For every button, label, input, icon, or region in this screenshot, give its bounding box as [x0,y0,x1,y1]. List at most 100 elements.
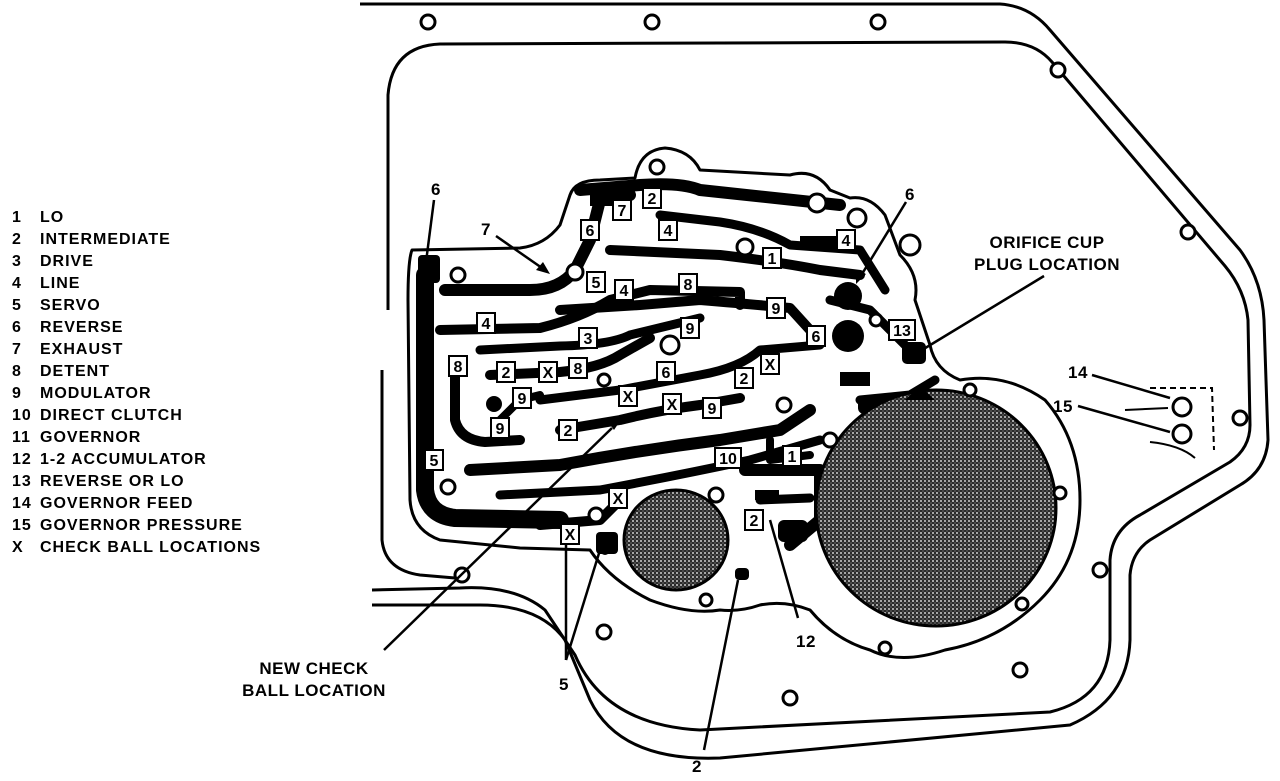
passage-tag-check-ball: X [667,397,678,414]
passage-tag-box [836,229,856,251]
passage-tag-check-ball: X [623,389,634,406]
passage-tag-number: 8 [454,359,463,376]
passage-tag-box [612,199,632,221]
legend-key: X [12,539,24,556]
legend-text: LINE [40,275,81,292]
legend-text: INTERMEDIATE [40,231,171,248]
legend-key: 9 [12,385,22,402]
passage-tag-number: 7 [618,203,627,220]
legend-key: 8 [12,363,22,380]
callout-6-right: 6 [905,185,915,204]
legend-key: 13 [12,473,32,490]
valve-body-bosses [439,158,1193,656]
passage-tag-number: 1 [768,251,777,268]
passage-tag-box [782,445,802,467]
callout-15: 15 [1053,397,1073,416]
passage-tag-box [560,523,580,545]
legend-item: 5 SERVO [12,295,312,317]
callout-6-left: 6 [431,180,441,199]
legend-key: 3 [12,253,22,270]
passage-tag-box [714,447,742,469]
passage-tag-box [888,319,916,341]
legend-text: DETENT [40,363,110,380]
passage-tag-box [614,279,634,301]
passage-tag-box [680,317,700,339]
valve-body-plate [406,146,1082,659]
passage-network [416,178,940,555]
new-check-callout-line2: BALL LOCATION [242,681,386,700]
passage-tag-number: 13 [893,323,911,340]
callout-14: 14 [1068,363,1088,382]
callout-7: 7 [481,220,491,239]
passage-tag-box [490,417,510,439]
legend-item: 11 GOVERNOR [12,427,312,449]
legend-key: 1 [12,209,22,226]
legend-text: 1-2 ACCUMULATOR [40,451,207,468]
passage-tag-box [618,385,638,407]
passage-tag-number: 2 [648,191,657,208]
passage-tag-box [702,397,722,419]
new-check-ball-callout: NEW CHECK BALL LOCATION [226,658,402,702]
leader-lines [383,199,1171,751]
passage-tag-box [608,487,628,509]
passage-tag-box [476,312,496,334]
legend-text: REVERSE OR LO [40,473,185,490]
legend-key: 11 [12,429,31,446]
case-bolt-holes [419,13,1249,707]
legend-key: 6 [12,319,22,336]
passage-tag-check-ball: X [565,527,576,544]
passage-tag-number: 6 [586,223,595,240]
passage-tag-box [734,367,754,389]
leader-arrowheads [420,258,926,430]
passage-tag-box [448,355,468,377]
orifice-cup-callout: ORIFICE CUP PLUG LOCATION [962,232,1132,276]
passage-tag-box [586,271,606,293]
legend-text: GOVERNOR [40,429,142,446]
legend-text: EXHAUST [40,341,124,358]
passage-tag-box [568,357,588,379]
passage-tag-number: 9 [686,321,695,338]
legend-key: 5 [12,297,22,314]
legend-key: 12 [12,451,32,468]
passage-tag-box [424,449,444,471]
legend-text: REVERSE [40,319,124,336]
passage-tag-number: 6 [662,365,671,382]
passage-tag-number: 3 [584,331,593,348]
passage-tag-box [760,353,780,375]
legend-text: SERVO [40,297,101,314]
callout-5: 5 [559,675,569,694]
legend-text: DIRECT CLUTCH [40,407,183,424]
legend-item: 12 1-2 ACCUMULATOR [12,449,312,471]
callout-2: 2 [692,757,702,776]
legend-item: 6 REVERSE [12,317,312,339]
passage-tag-box [656,361,676,383]
passage-tag-box [538,361,558,383]
passage-tag-check-ball: X [765,357,776,374]
passage-tag-box [578,327,598,349]
callout-12: 12 [796,632,816,651]
case-outline [360,2,1270,760]
passage-tag-number: 4 [664,223,673,240]
legend-key: 7 [12,341,22,358]
legend-text: LO [40,209,65,226]
orifice-callout-line2: PLUG LOCATION [974,255,1120,274]
passage-tag-number: 2 [502,365,511,382]
passage-tag-box [558,419,578,441]
passage-tag-box [580,219,600,241]
accumulator-bores [622,386,1058,628]
new-check-callout-line1: NEW CHECK [259,659,369,678]
passage-tag-check-ball: X [543,365,554,382]
passage-tag-number: 2 [564,423,573,440]
passage-tag-number: 5 [592,275,601,292]
passage-tag-number: 8 [684,277,693,294]
legend-item: 8 DETENT [12,361,312,383]
